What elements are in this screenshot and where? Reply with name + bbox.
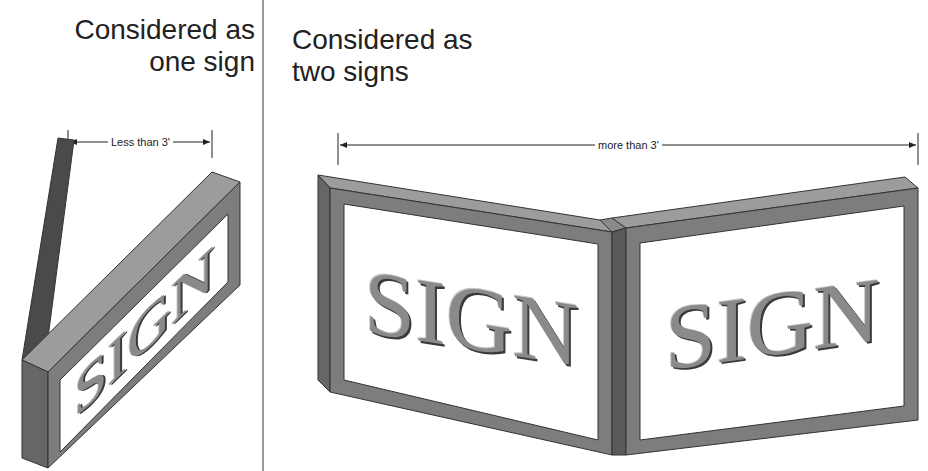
one-sign [22, 138, 240, 468]
dimension-label: more than 3' [595, 139, 662, 151]
heading: Considered as two signs [292, 24, 497, 88]
dimension-label: Less than 3' [108, 136, 173, 148]
dimension-line [338, 133, 918, 165]
dimension-line [68, 130, 212, 158]
heading: Considered as one sign [50, 14, 255, 78]
two-signs [318, 175, 918, 455]
divider-line [262, 0, 263, 471]
